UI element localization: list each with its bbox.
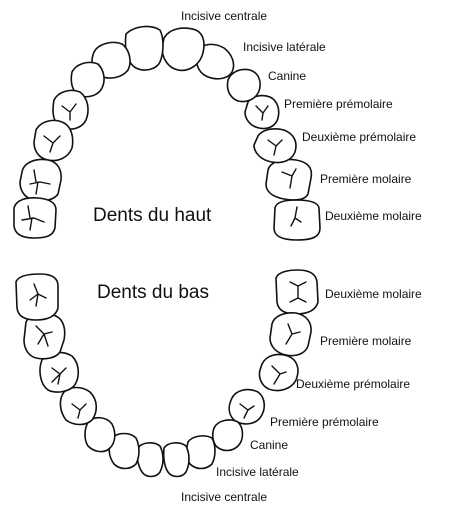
lower-right-canine bbox=[213, 420, 243, 451]
lower-left-first-premolar bbox=[60, 388, 96, 425]
lower-right-first-molar bbox=[270, 313, 311, 356]
upper-arch-title: Dents du haut bbox=[93, 205, 211, 227]
upper-right-central-incisor bbox=[162, 28, 204, 70]
upper-right-canine bbox=[227, 69, 260, 101]
upper-canine-label: Canine bbox=[268, 69, 306, 83]
upper-left-central-incisor bbox=[125, 27, 163, 70]
lower-canine-label: Canine bbox=[250, 438, 288, 452]
lower-left-central-incisor bbox=[137, 443, 163, 477]
upper-central-incisor-label: Incisive centrale bbox=[181, 9, 267, 23]
lower-first-molar-label: Première molaire bbox=[320, 334, 411, 348]
upper-first-molar-label: Première molaire bbox=[320, 172, 411, 186]
lower-second-premolar-label: Deuxième prémolaire bbox=[296, 377, 410, 391]
lower-right-central-incisor bbox=[164, 443, 189, 477]
lower-central-incisor-label: Incisive centrale bbox=[181, 490, 267, 504]
lower-second-molar-label: Deuxième molaire bbox=[325, 287, 422, 301]
upper-first-premolar-label: Première prémolaire bbox=[284, 97, 393, 111]
upper-second-molar-label: Deuxième molaire bbox=[325, 209, 422, 223]
lower-right-first-premolar bbox=[229, 390, 264, 424]
lower-arch-title: Dents du bas bbox=[97, 282, 209, 304]
lower-lateral-incisor-label: Incisive latérale bbox=[216, 465, 299, 479]
lower-right-lateral-incisor bbox=[187, 436, 215, 469]
upper-second-premolar-label: Deuxième prémolaire bbox=[302, 130, 416, 144]
upper-lateral-incisor-label: Incisive latérale bbox=[243, 40, 326, 54]
lower-right-second-molar bbox=[276, 270, 318, 314]
upper-right-first-molar bbox=[266, 159, 311, 199]
upper-left-first-molar bbox=[20, 160, 61, 201]
lower-first-premolar-label: Première prémolaire bbox=[270, 415, 379, 429]
upper-left-second-premolar bbox=[34, 120, 73, 160]
